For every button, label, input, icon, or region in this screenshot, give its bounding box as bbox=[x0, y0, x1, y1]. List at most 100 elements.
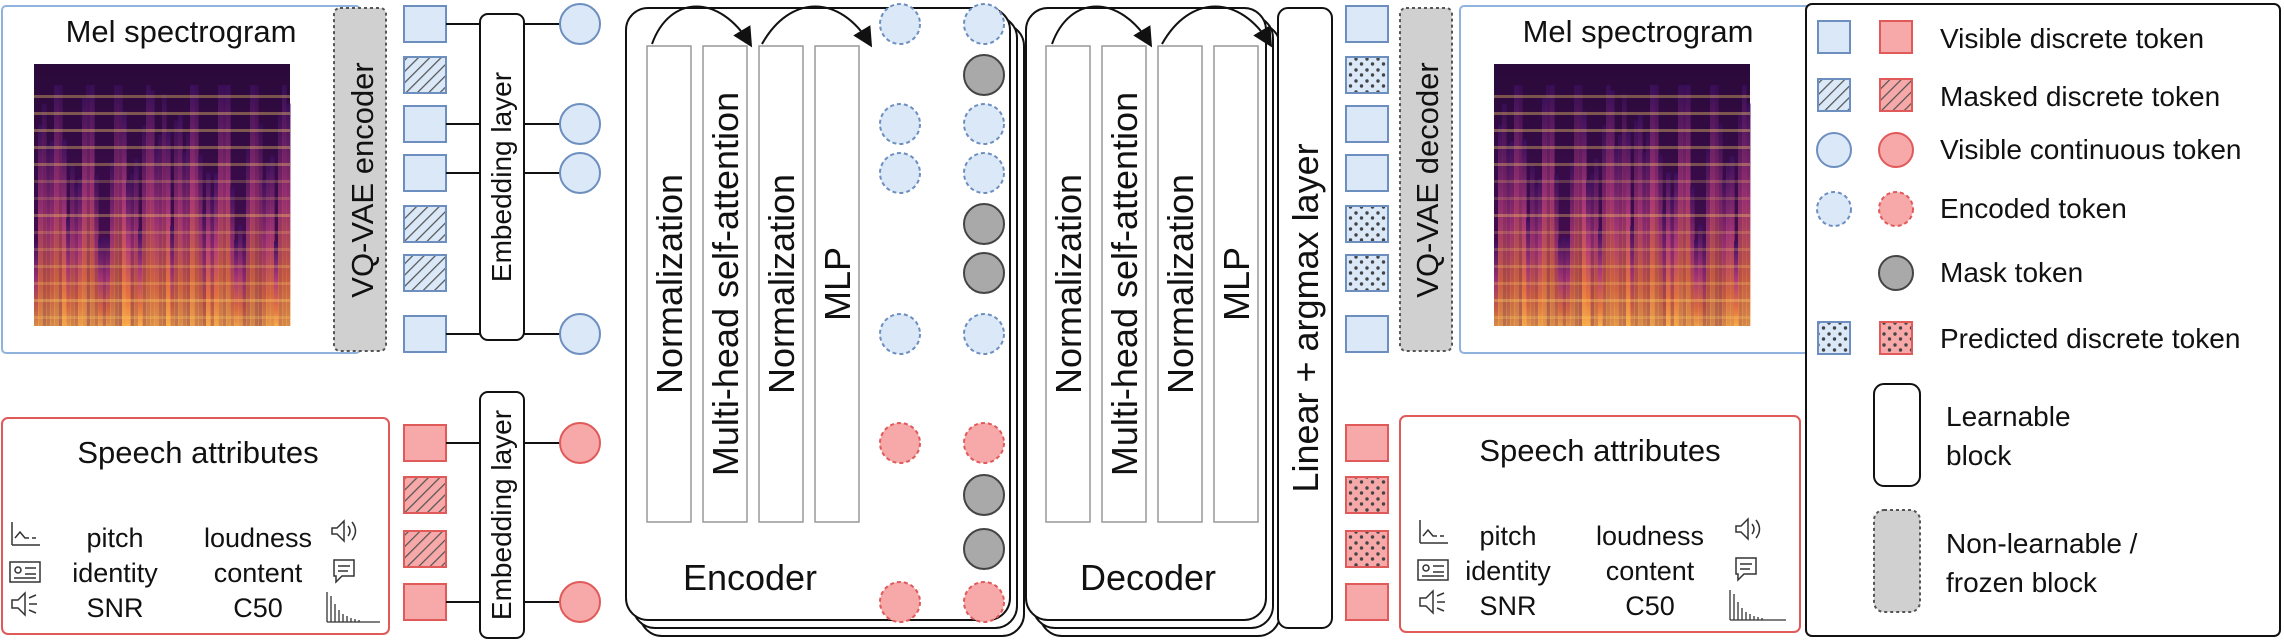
encoded-token bbox=[963, 3, 1005, 45]
spectrogram-column bbox=[170, 226, 175, 326]
encoded-token bbox=[963, 422, 1005, 464]
spectrogram-column bbox=[54, 85, 59, 326]
masked-discrete-token bbox=[403, 56, 447, 94]
visible-discrete-token bbox=[1345, 315, 1389, 353]
embedding-layer-top: Embedding layer bbox=[479, 13, 525, 341]
spectrogram-column bbox=[86, 85, 91, 326]
mel-panel-left: Mel spectrogram bbox=[1, 5, 361, 354]
spectrogram-column bbox=[194, 85, 199, 326]
encoded-token-column bbox=[879, 3, 921, 623]
spectrogram-column bbox=[1730, 156, 1735, 326]
spectrogram-column bbox=[270, 156, 275, 326]
spectrogram-column bbox=[42, 103, 47, 326]
spectrogram-column bbox=[1746, 103, 1751, 326]
spectrogram-column bbox=[1554, 174, 1559, 326]
spectrogram-harmonic bbox=[34, 282, 290, 285]
spectrogram-column bbox=[1618, 134, 1623, 326]
spectrogram-column bbox=[206, 172, 211, 326]
spectrogram-column bbox=[1562, 235, 1567, 326]
spectrogram-column bbox=[1538, 178, 1543, 326]
predicted-discrete-token bbox=[1345, 205, 1389, 243]
spectrogram-harmonic bbox=[34, 214, 290, 217]
legend-mask-token bbox=[1878, 255, 1914, 291]
visible-discrete-token bbox=[403, 315, 447, 353]
spectrogram-column bbox=[1586, 180, 1591, 326]
visible-continuous-token bbox=[559, 581, 601, 623]
visible-continuous-token bbox=[559, 152, 601, 194]
spectrogram-column bbox=[34, 241, 39, 326]
spectrogram-column bbox=[1714, 85, 1719, 326]
spectrogram-column bbox=[1678, 85, 1683, 326]
encoder-layer-label: Normalization bbox=[761, 174, 802, 394]
spectrogram-harmonic bbox=[34, 316, 290, 319]
legend-visible-discrete-blue bbox=[1817, 20, 1851, 54]
masked-discrete-token bbox=[403, 254, 447, 292]
spectrogram-column bbox=[258, 124, 263, 326]
visible-discrete-token bbox=[1345, 154, 1389, 192]
visible-discrete-token bbox=[1345, 424, 1389, 462]
encoded-token bbox=[879, 313, 921, 355]
spectrogram-column bbox=[282, 85, 287, 326]
decoder-title: Decoder bbox=[1080, 557, 1216, 598]
encoded-token bbox=[879, 103, 921, 145]
encoder-layer bbox=[702, 45, 748, 523]
spectrogram-column bbox=[1634, 120, 1639, 327]
mask-token bbox=[963, 54, 1005, 96]
visible-discrete-token bbox=[1345, 105, 1389, 143]
encoded-token bbox=[879, 3, 921, 45]
spectrogram-column bbox=[210, 194, 215, 326]
spectrogram-column bbox=[1658, 154, 1663, 326]
spectrogram-harmonic bbox=[1494, 112, 1750, 115]
spectrogram-column bbox=[1518, 85, 1523, 326]
spectrogram-column bbox=[1738, 112, 1743, 326]
spectrogram-column bbox=[106, 237, 111, 326]
spectrogram-column bbox=[1650, 85, 1655, 326]
spectrogram-column bbox=[1502, 103, 1507, 326]
legend-masked-discrete-red bbox=[1879, 78, 1913, 112]
spectrogram-column bbox=[186, 133, 191, 326]
legend-predicted-discrete-label: Predicted discrete token bbox=[1940, 323, 2240, 354]
spectrogram-harmonic bbox=[1494, 316, 1750, 319]
spectrogram-column bbox=[238, 224, 243, 326]
attr-loudness-left: loudness bbox=[204, 523, 312, 553]
vq-vae-decoder-block: VQ-VAE decoder bbox=[1399, 7, 1453, 352]
spectrogram-column bbox=[214, 173, 219, 326]
spectrogram-column bbox=[1614, 146, 1619, 326]
vq-vae-encoder-block: VQ-VAE encoder bbox=[333, 7, 387, 352]
legend-visible-discrete-label: Visible discrete token bbox=[1940, 23, 2204, 54]
attr-c50-left: C50 bbox=[233, 593, 283, 623]
spectrogram-column bbox=[162, 94, 167, 327]
spectrogram-column bbox=[118, 85, 123, 326]
loudness-icon bbox=[331, 519, 357, 543]
speech-attributes-panel-right: Speech attributes pitch identity SNR lou… bbox=[1399, 415, 1801, 633]
spectrogram-column bbox=[1606, 85, 1611, 326]
spectrogram-column bbox=[202, 209, 207, 326]
spectrogram-harmonic bbox=[34, 231, 290, 234]
content-icon bbox=[1735, 557, 1757, 582]
speech-attributes-panel-left: Speech attributes pitch identity SNR lou… bbox=[1, 417, 390, 635]
visible-discrete-token bbox=[403, 154, 447, 192]
c50-decay-icon bbox=[326, 592, 380, 623]
mel-panel-right: Mel spectrogram bbox=[1459, 5, 1819, 354]
spectrogram-column bbox=[98, 239, 103, 326]
spectrogram-column bbox=[1506, 144, 1511, 326]
spectrogram-column bbox=[154, 146, 159, 326]
spectrogram-harmonic bbox=[1494, 95, 1750, 98]
spectrogram-column bbox=[1702, 238, 1707, 326]
legend-visible-continuous-blue bbox=[1816, 132, 1852, 168]
spectrogram-column bbox=[146, 85, 151, 326]
spectrogram-column bbox=[114, 85, 119, 326]
spectrogram-column bbox=[1578, 85, 1583, 326]
spectrogram-column bbox=[1594, 159, 1599, 326]
legend-encoded-blue bbox=[1816, 191, 1852, 227]
spectrogram-column bbox=[1706, 147, 1711, 326]
identity-icon bbox=[9, 561, 41, 583]
decoder-layer bbox=[1213, 45, 1259, 523]
legend-frozen-swatch bbox=[1873, 509, 1921, 613]
legend-visible-continuous-red bbox=[1878, 132, 1914, 168]
mask-token bbox=[963, 252, 1005, 294]
spectrogram-column bbox=[182, 152, 187, 326]
embedding-layer-bottom-label: Embedding layer bbox=[486, 410, 517, 620]
visible-discrete-token bbox=[1345, 5, 1389, 43]
